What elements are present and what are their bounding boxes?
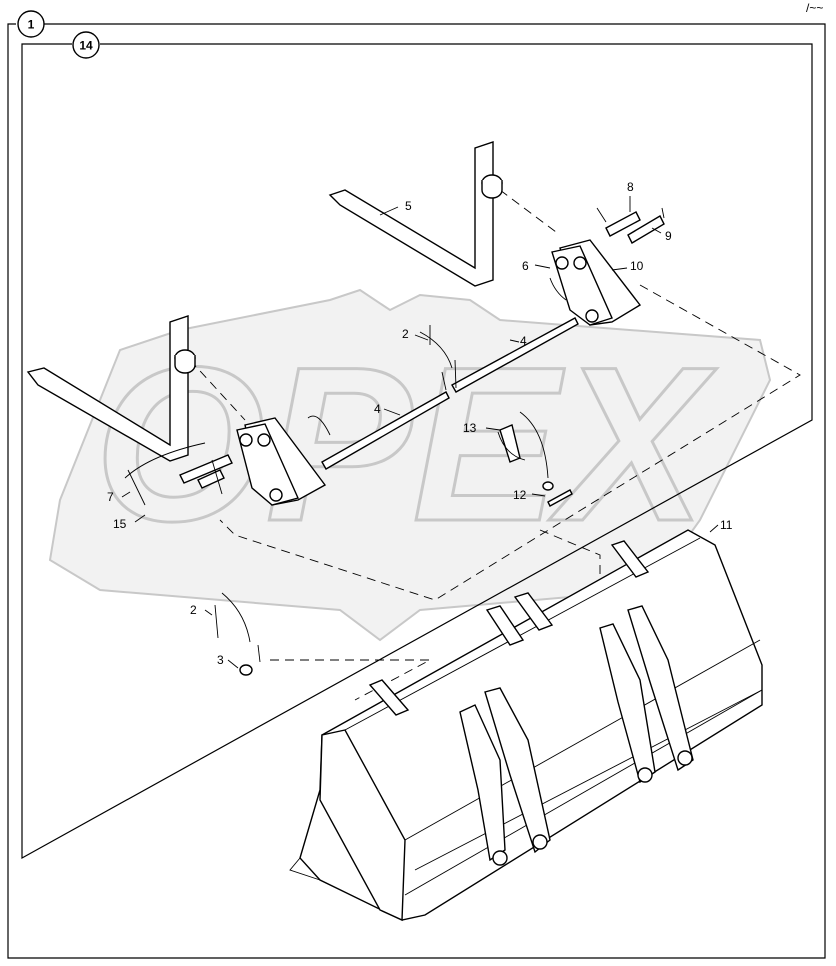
callout-9: 9 — [665, 229, 672, 243]
callout-6: 6 — [522, 259, 529, 273]
frame-1-badge — [17, 10, 45, 38]
bracket-right — [551, 239, 642, 326]
callout-3: 3 — [217, 653, 224, 667]
bucket — [289, 529, 763, 922]
watermark-text: OPEX — [94, 321, 717, 567]
callout-11: 11 — [720, 518, 733, 532]
callouts: 5 4 4 2 6 8 9 10 7 15 13 12 11 2 3 — [107, 180, 733, 667]
callout-13: 13 — [463, 421, 477, 435]
callout-4-upper: 4 — [520, 334, 527, 348]
callout-8: 8 — [627, 180, 634, 194]
callout-5: 5 — [405, 199, 412, 213]
frame-1: 1 — [7, 10, 826, 959]
callout-12: 12 — [513, 488, 527, 502]
fork-left — [26, 315, 196, 462]
frame-14-badge — [72, 31, 100, 59]
callout-4-lower: 4 — [374, 402, 381, 416]
shafts — [321, 317, 579, 470]
leader-lines — [121, 196, 719, 669]
pins-12-13 — [497, 424, 573, 507]
clips — [214, 277, 567, 676]
callout-2-upper: 2 — [402, 327, 409, 341]
fork-right — [328, 141, 503, 287]
corner-mark: /~~ — [806, 1, 823, 15]
opex-watermark: OPEX — [48, 288, 772, 642]
frame-1-label: 1 — [28, 18, 35, 32]
pins-left — [127, 454, 233, 506]
callout-10: 10 — [630, 259, 644, 273]
pins-8-9 — [596, 207, 665, 244]
frame-14: 14 — [21, 31, 813, 860]
callout-2-lower: 2 — [190, 603, 197, 617]
callout-7: 7 — [107, 490, 114, 504]
callout-15: 15 — [113, 517, 127, 531]
detail-arcs — [124, 331, 549, 643]
frame-14-label: 14 — [79, 39, 93, 53]
bracket-left — [236, 417, 327, 506]
